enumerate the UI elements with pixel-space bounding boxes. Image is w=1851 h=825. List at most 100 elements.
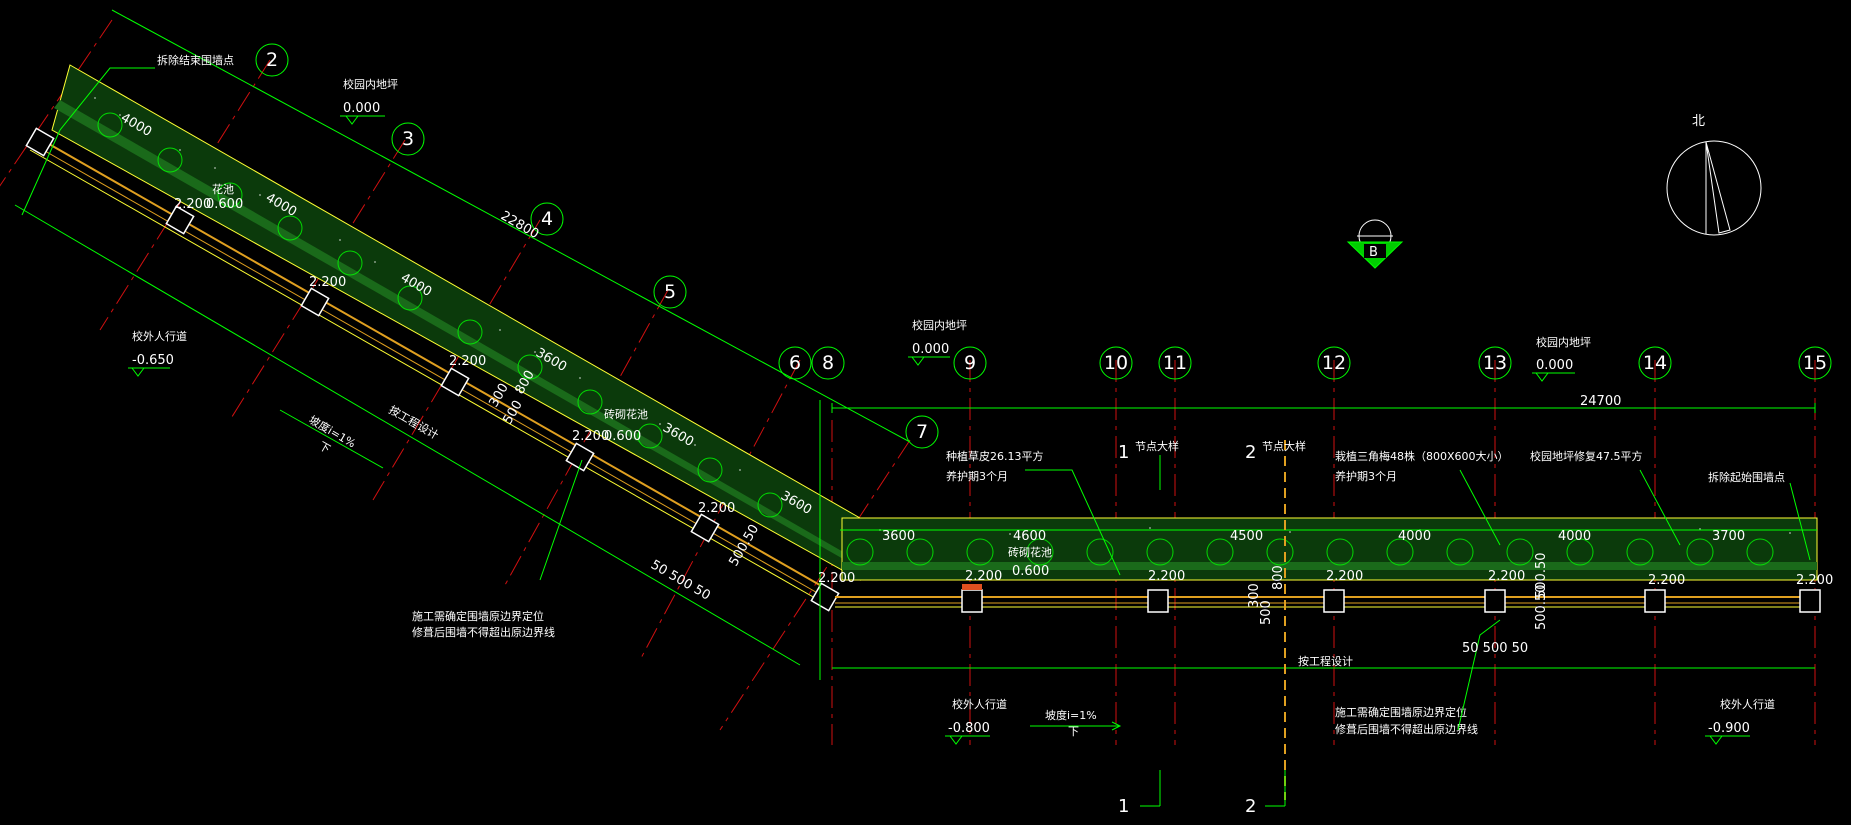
turf-line2: 养护期3个月 — [946, 469, 1008, 483]
ground-repair-label: 校园地坪修复47.5平方 — [1530, 449, 1643, 463]
level-campus-3: 校园内地坪 0.000 — [1532, 335, 1591, 382]
svg-text:0.600: 0.600 — [1012, 564, 1049, 579]
section-b-symbol: B — [1346, 219, 1404, 269]
level-outside-2: 校外人行道 -0.800 — [945, 697, 1007, 745]
by-engineering-main: 按工程设计 — [1298, 654, 1353, 668]
dimension-lines — [14, 9, 1817, 680]
plum-line2: 养护期3个月 — [1335, 469, 1397, 483]
svg-text:500: 500 — [1259, 600, 1274, 625]
main-total: 24700 — [1580, 394, 1621, 409]
svg-text:校园内地坪: 校园内地坪 — [343, 77, 398, 91]
axis-bubble-12: 12 — [1317, 346, 1351, 380]
section-2-bottom: 2 — [1245, 796, 1256, 817]
svg-text:2.200: 2.200 — [818, 571, 855, 586]
demolition-end-label: 拆除结束围墙点 — [157, 53, 234, 67]
level-campus-2: 校园内地坪 0.000 — [908, 318, 967, 366]
svg-text:500.50: 500.50 — [1534, 585, 1549, 631]
svg-text:2.200: 2.200 — [449, 354, 486, 369]
main-dim-4: 4000 — [1398, 529, 1431, 544]
axis-label: 9 — [964, 352, 976, 374]
main-dim-6: 3700 — [1712, 529, 1745, 544]
axis-bubble-11: 11 — [1158, 346, 1192, 380]
by-engineering-slope: 按工程设计 — [387, 402, 442, 442]
svg-text:校园内地坪: 校园内地坪 — [912, 318, 967, 332]
level-outside-3: 校外人行道 -0.900 — [1705, 697, 1775, 745]
note2-line1: 施工需确定围墙原边界定位 — [1335, 705, 1467, 719]
demolition-start-label: 拆除起始围墙点 — [1708, 470, 1785, 484]
axis-label: 11 — [1163, 352, 1187, 374]
svg-text:-0.900: -0.900 — [1708, 721, 1750, 736]
north-arrow-icon: 北 — [1666, 114, 1762, 236]
section-1-top: 1 — [1118, 442, 1129, 463]
axis-label: 7 — [916, 421, 928, 443]
main-dim-5: 4000 — [1558, 529, 1591, 544]
annotations: 拆除结束围墙点 拆除起始围墙点 花池 砖砌花池 砖砌花池 按工程设计 按工程设计… — [59, 53, 1811, 738]
axis-label: 4 — [541, 208, 553, 230]
brick-flower-bed-label-2: 砖砌花池 — [1008, 545, 1052, 559]
axis-bubble-8: 8 — [811, 346, 845, 380]
axis-bubbles: 2 3 4 5 6 7 8 9 10 11 12 13 14 15 — [255, 43, 1832, 449]
axis-label: 3 — [402, 128, 414, 150]
svg-text:2.200: 2.200 — [572, 429, 609, 444]
level-marks: 校园内地坪 0.000 校园内地坪 0.000 校园内地坪 0.000 校外人行… — [128, 77, 1775, 745]
axis-bubble-6: 6 — [778, 346, 812, 380]
axis-bubble-10: 10 — [1099, 346, 1133, 380]
turf-line1: 种植草皮26.13平方 — [946, 449, 1044, 463]
svg-text:500: 500 — [500, 398, 525, 427]
svg-text:2.200: 2.200 — [1488, 569, 1525, 584]
section-2-top: 2 — [1245, 442, 1256, 463]
svg-text:50 500 50: 50 500 50 — [648, 557, 713, 603]
svg-text:2.200: 2.200 — [1326, 569, 1363, 584]
note1-line2: 修葺后围墙不得超出原边界线 — [412, 625, 555, 639]
main-dimension-text: 24700 3600 4600 4500 4000 4000 3700 — [882, 394, 1745, 544]
axis-lines — [0, 19, 1816, 745]
axis-bubble-13: 13 — [1478, 346, 1512, 380]
main-dim-2: 4600 — [1013, 529, 1046, 544]
node-detail-2: 节点大样 — [1262, 439, 1306, 453]
level-campus-1: 校园内地坪 0.000 — [340, 77, 398, 125]
straight-wall-section — [835, 517, 1821, 613]
svg-text:2.200: 2.200 — [698, 501, 735, 516]
svg-text:0.000: 0.000 — [343, 101, 380, 116]
down-2: 下 — [1068, 725, 1079, 738]
svg-text:2.200: 2.200 — [174, 197, 211, 212]
axis-label: 8 — [822, 352, 834, 374]
svg-text:500.50: 500.50 — [1534, 553, 1549, 599]
plum-line1: 栽植三角梅48株（800X600大小） — [1335, 449, 1509, 463]
svg-text:0.600: 0.600 — [206, 197, 243, 212]
brick-flower-bed-label-1: 砖砌花池 — [604, 407, 648, 421]
level-outside-1: 校外人行道 -0.650 — [128, 329, 187, 377]
axis-label: 6 — [789, 352, 801, 374]
slope-note-2: 坡度i=1% — [1045, 708, 1097, 722]
svg-text:校外人行道: 校外人行道 — [1720, 697, 1775, 711]
svg-text:校外人行道: 校外人行道 — [132, 329, 187, 343]
axis-bubble-9: 9 — [953, 346, 987, 380]
svg-text:校园内地坪: 校园内地坪 — [1536, 335, 1591, 349]
pier-levels: 2.200 0.600 2.200 2.200 2.200 0.600 2.20… — [174, 197, 1833, 588]
axis-bubble-14: 14 — [1638, 346, 1672, 380]
svg-text:-0.650: -0.650 — [132, 353, 174, 368]
svg-text:500.50: 500.50 — [726, 522, 762, 569]
axis-bubble-2: 2 — [255, 43, 289, 77]
svg-text:校外人行道: 校外人行道 — [952, 697, 1007, 711]
svg-text:0.000: 0.000 — [1536, 358, 1573, 373]
axis-label: 15 — [1803, 352, 1827, 374]
axis-bubble-4: 4 — [530, 202, 564, 236]
axis-bubble-7: 7 — [905, 415, 939, 449]
svg-text:2.200: 2.200 — [1796, 573, 1833, 588]
svg-text:800: 800 — [1271, 565, 1286, 590]
flower-bed-label: 花池 — [212, 183, 234, 196]
svg-text:2.200: 2.200 — [309, 275, 346, 290]
slope-total: 22800 — [498, 208, 541, 242]
svg-text:0.600: 0.600 — [604, 429, 641, 444]
svg-text:2.200: 2.200 — [1148, 569, 1185, 584]
svg-text:50 500 50: 50 500 50 — [1462, 641, 1528, 656]
axis-bubble-5: 5 — [653, 275, 687, 309]
axis-bubble-3: 3 — [391, 122, 425, 156]
axis-label: 10 — [1104, 352, 1128, 374]
axis-label: 2 — [266, 49, 278, 71]
axis-bubble-15: 15 — [1798, 346, 1832, 380]
axis-label: 12 — [1322, 352, 1346, 374]
down-1: 下 — [317, 439, 333, 456]
